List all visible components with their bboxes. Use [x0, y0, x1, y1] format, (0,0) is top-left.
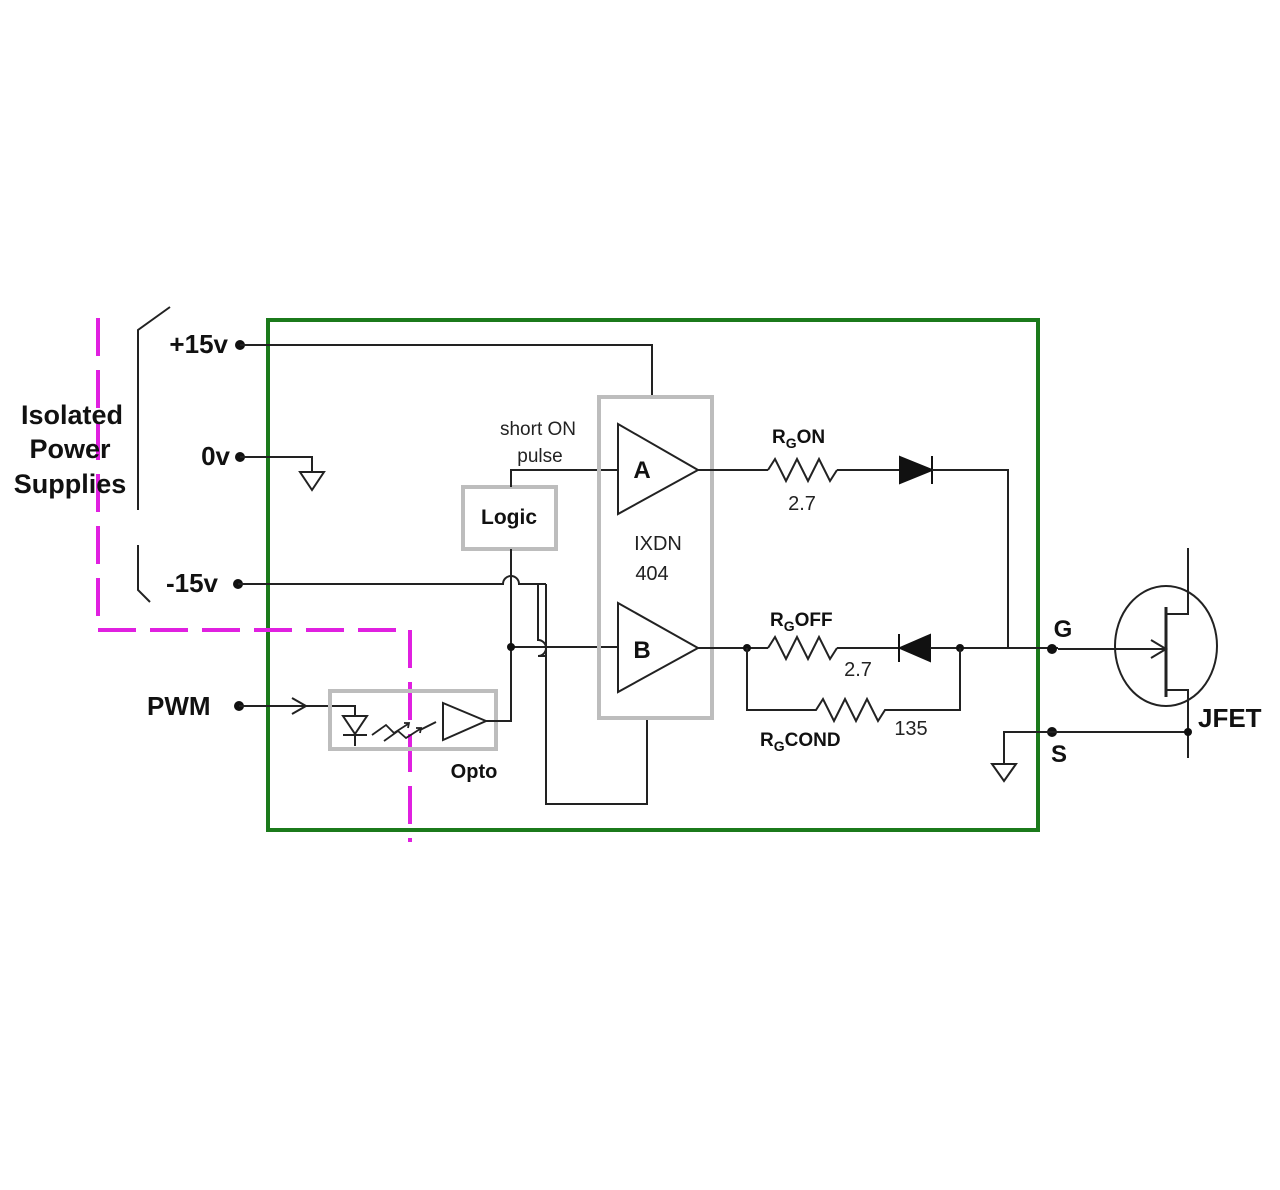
opto-output-wire [486, 720, 512, 722]
rg-cond-wire [746, 648, 961, 724]
opto-arrow-icon [419, 721, 437, 731]
minus15-rail-wire [238, 575, 547, 657]
pwm-input-wire [239, 705, 356, 716]
logic-block [461, 485, 558, 551]
pwm-arrow [291, 697, 309, 715]
opto-buffer-symbol [442, 701, 489, 742]
short-on-pulse-line2: pulse [517, 446, 562, 467]
rg-on-resistor [767, 456, 838, 484]
driver-ic-box [597, 395, 714, 720]
driver-part-line2: 404 [635, 563, 668, 585]
rg-off-value: 2.7 [844, 659, 872, 681]
zero-volt-label: 0v [201, 441, 230, 471]
amp-b-symbol [617, 601, 701, 694]
supplies-title-line1: Isolated [21, 400, 123, 430]
rg-on-r: R [772, 427, 786, 448]
rg-off-resistor [767, 634, 838, 662]
rg-on-suffix: ON [797, 427, 826, 448]
pwm-label: PWM [147, 691, 211, 721]
rg-on-value: 2.7 [788, 493, 816, 515]
jfet-source-lead [1166, 689, 1189, 758]
source-label: S [1051, 741, 1067, 768]
gate-terminal [1047, 644, 1057, 654]
amp-a-symbol [617, 422, 701, 516]
driver-part-line1: IXDN [634, 533, 682, 555]
ground-symbol-right [990, 763, 1018, 783]
short-on-pulse-line1: short ON [500, 419, 576, 440]
supply-bracket-upper [137, 306, 171, 510]
diode-on-symbol [899, 455, 935, 485]
opto-light-arrows-icon [371, 722, 423, 742]
logic-label: Logic [481, 506, 537, 529]
jfet-source-junction [1184, 728, 1192, 736]
minus15-label: -15v [166, 568, 219, 598]
supplies-title-line2: Power [29, 434, 111, 464]
jfet-body [1114, 585, 1218, 707]
rg-cond-suffix: COND [785, 730, 841, 751]
supplies-title-line3: Supplies [14, 469, 127, 499]
jfet-drain-lead [1166, 548, 1189, 615]
rg-off-r: R [770, 610, 784, 631]
opto-led-icon [341, 715, 369, 746]
rg-off-label: RGOFF [770, 610, 833, 634]
diode-off-symbol [897, 633, 931, 663]
ground-symbol-left [298, 471, 326, 492]
rg-off-sub: G [784, 618, 795, 634]
gate-label: G [1054, 616, 1073, 643]
isolation-barrier-line [96, 318, 412, 842]
plus15-label: +15v [169, 329, 228, 359]
rg-cond-value: 135 [894, 718, 927, 740]
jfet-label: JFET [1198, 703, 1262, 733]
logic-to-amp-a-wire [510, 469, 618, 487]
rg-cond-r: R [760, 730, 774, 751]
source-ground-wire [1003, 731, 1188, 764]
zero-volt-wire [240, 456, 313, 472]
rg-on-sub: G [786, 435, 797, 451]
supply-bracket-lower [137, 545, 151, 603]
bus-junction [507, 643, 515, 651]
rg-cond-sub: G [774, 738, 785, 754]
driver-board-outline [266, 318, 1040, 832]
amp-a-label: A [633, 457, 650, 484]
amp-b-label: B [633, 637, 650, 664]
rg-cond-label: RGCOND [760, 730, 841, 754]
rg-on-label: RGON [772, 427, 825, 451]
plus15-rail-wire [240, 344, 653, 397]
opto-label: Opto [451, 761, 498, 783]
rg-off-suffix: OFF [795, 610, 833, 631]
minus15-drop-wire [545, 584, 648, 805]
diode-on-to-gate-wire [932, 469, 1009, 649]
